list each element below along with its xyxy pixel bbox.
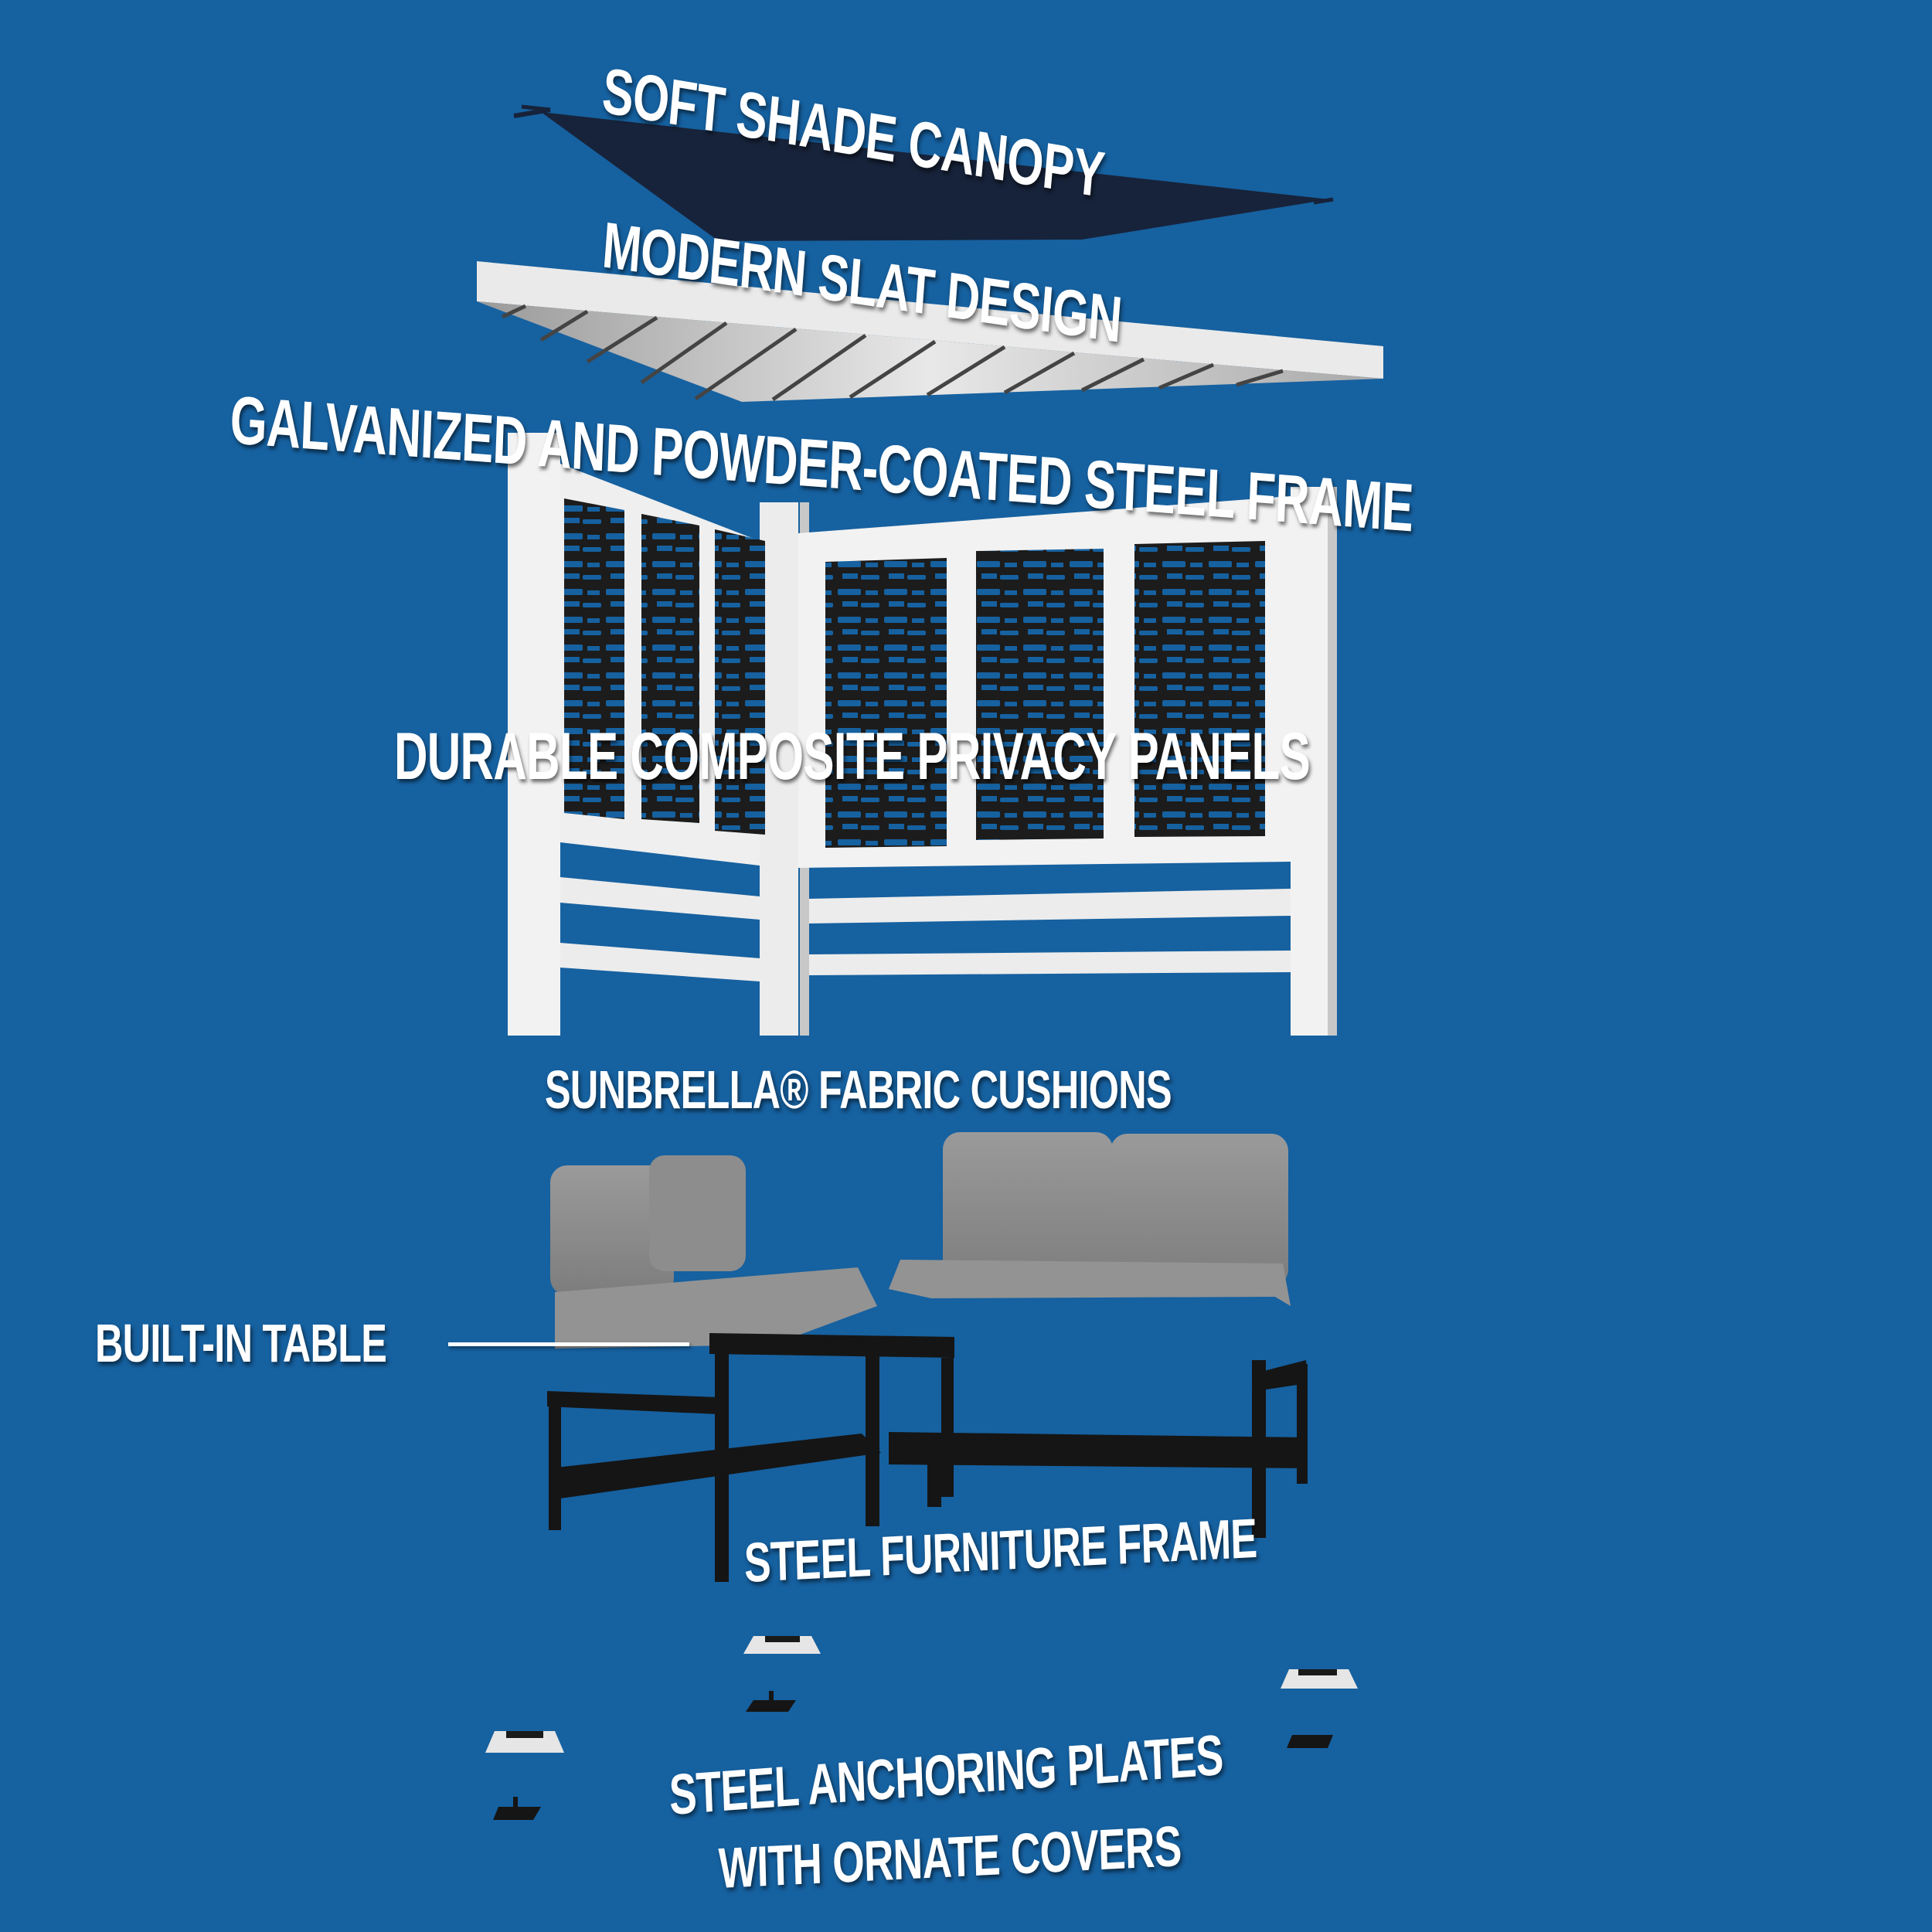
callout-privacy-panels: DURABLE COMPOSITE PRIVACY PANELS <box>394 719 1311 794</box>
cushions-shape <box>550 1132 1291 1349</box>
table-leader-line <box>448 1342 689 1346</box>
slat-roof-shape <box>477 261 1383 402</box>
callout-cushions: SUNBRELLA® FABRIC CUSHIONS <box>545 1060 1172 1120</box>
anchor-hardware-shape <box>485 1636 1358 1820</box>
canopy-shape <box>513 104 1334 241</box>
furniture-frame-shape <box>547 1333 1308 1582</box>
privacy-panels-shape <box>564 498 1265 848</box>
callout-built-in-table: BUILT-IN TABLE <box>95 1313 387 1373</box>
